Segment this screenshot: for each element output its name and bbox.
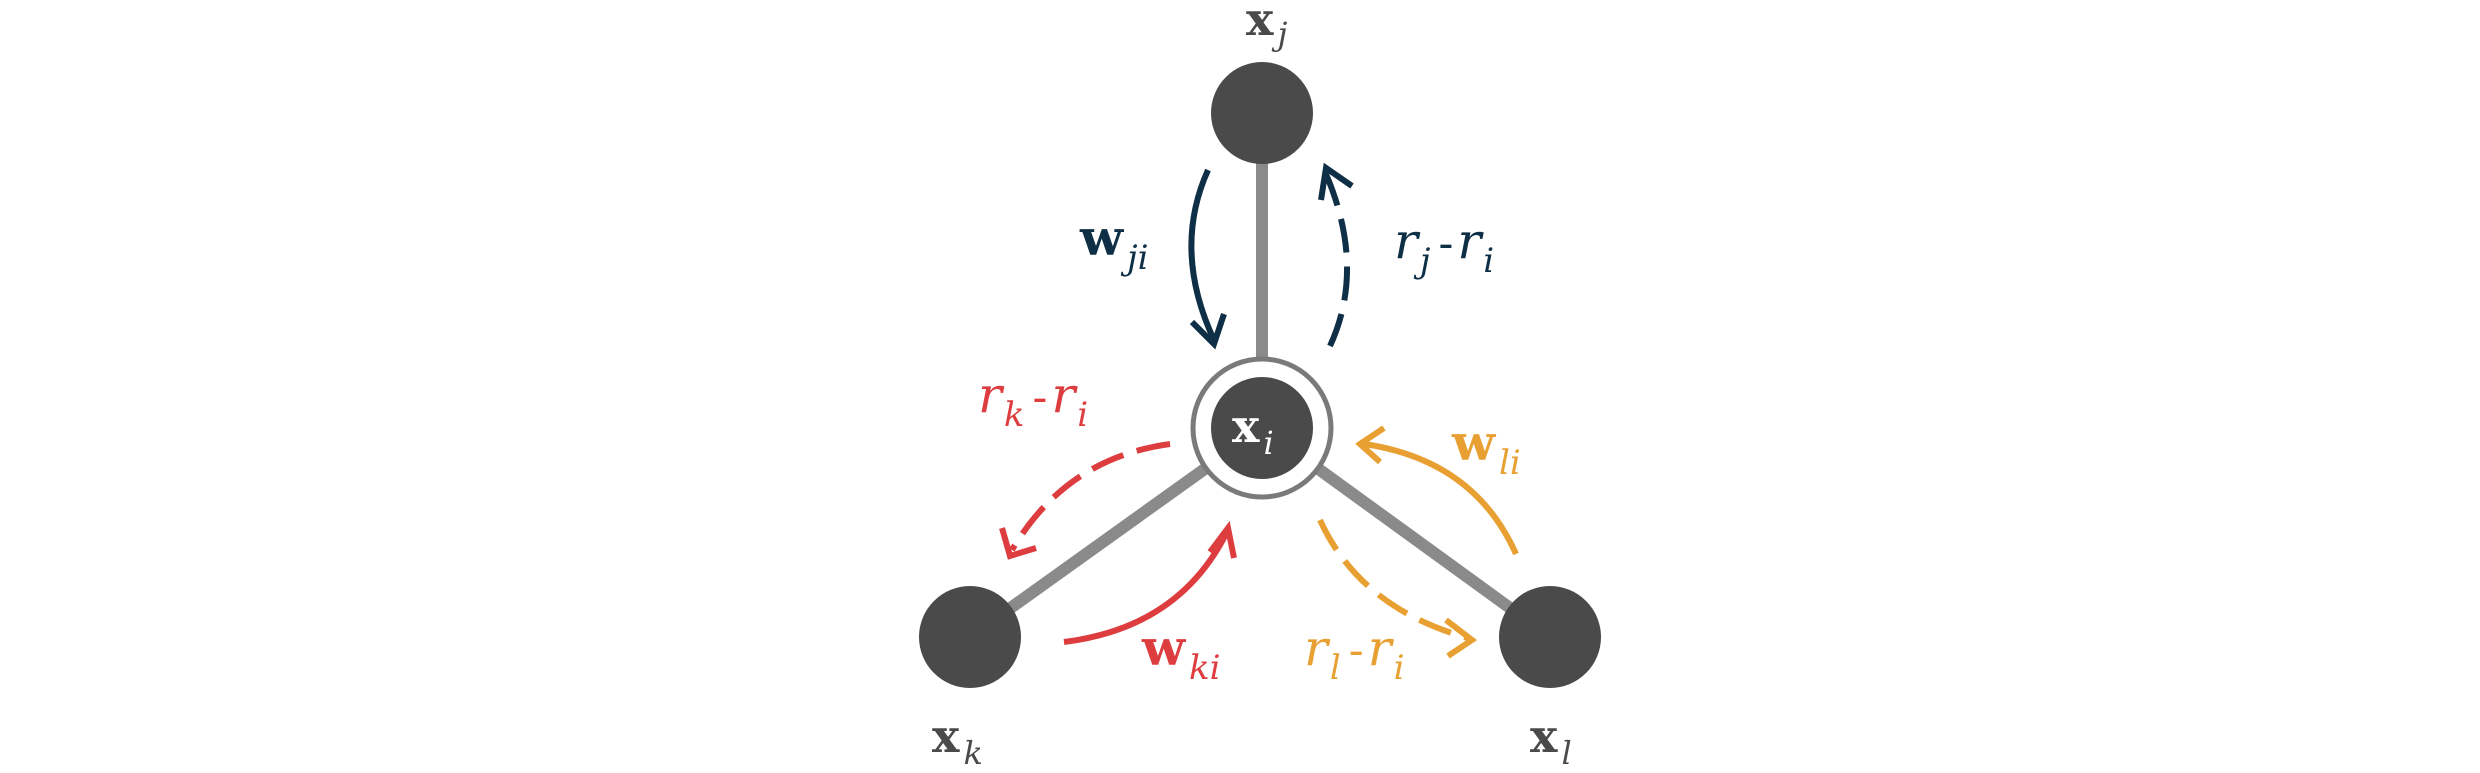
- node-k: [919, 586, 1021, 688]
- label-r-j: rj-ri: [1394, 212, 1494, 281]
- arrow-r-l: [1317, 518, 1469, 641]
- arrowhead-r-k: [999, 527, 1037, 560]
- arrowhead-r-l: [1444, 617, 1478, 659]
- arrowhead-w-ji: [1189, 313, 1227, 350]
- label-r-k: rk-ri: [978, 366, 1088, 435]
- arrow-w-li: [1363, 441, 1519, 556]
- node-center: [1211, 377, 1313, 479]
- arrowhead-r-j: [1318, 162, 1354, 201]
- node-l: [1499, 586, 1601, 688]
- arrow-r-k: [1009, 441, 1171, 552]
- arrow-r-j: [1323, 172, 1350, 348]
- arrow-w-ki: [1063, 532, 1229, 645]
- arrowhead-w-ki: [1207, 520, 1237, 559]
- label-r-l: rl-ri: [1304, 619, 1404, 688]
- arrowhead-w-li: [1355, 425, 1386, 465]
- arrow-w-ji: [1188, 168, 1217, 342]
- node-j: [1211, 62, 1313, 164]
